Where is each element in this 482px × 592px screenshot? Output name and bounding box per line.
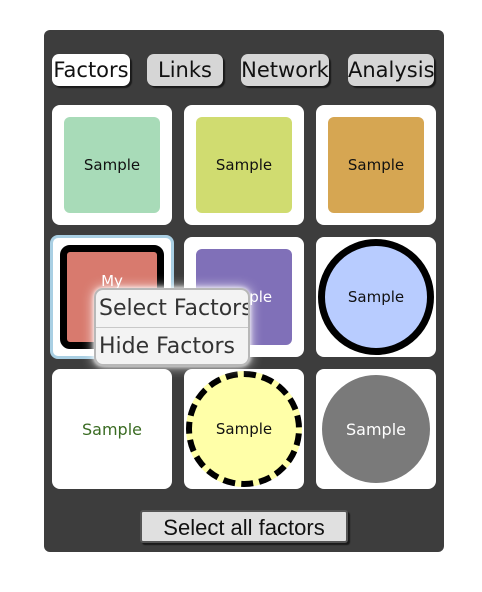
sample-label: Sample (83, 156, 141, 174)
select-all-factors-button[interactable]: Select all factors (140, 510, 348, 543)
sample-shape: Sample (196, 117, 292, 213)
sample-label: My (101, 272, 123, 290)
style-sample-6[interactable]: Sample (316, 237, 436, 357)
sample-label: Sample (347, 156, 405, 174)
tab-network[interactable]: Network (241, 54, 329, 86)
sample-shape: Sample (328, 117, 424, 213)
menu-item-select-factors[interactable]: Select Factors (99, 296, 250, 321)
style-sample-9[interactable]: Sample (316, 369, 436, 489)
factor-style-panel: Factors Links Network Analysis Sample Sa… (44, 30, 444, 552)
style-sample-2[interactable]: Sample (184, 105, 304, 225)
context-menu: Select Factors Hide Factors (94, 288, 250, 366)
sample-label: Sample (215, 156, 273, 174)
sample-label: Sample (346, 419, 406, 439)
style-sample-8[interactable]: Sample (184, 369, 304, 489)
style-sample-3[interactable]: Sample (316, 105, 436, 225)
sample-shape: Sample (52, 369, 172, 489)
tab-analysis[interactable]: Analysis (348, 54, 435, 86)
sample-shape: Sample (318, 239, 434, 355)
style-sample-7[interactable]: Sample (52, 369, 172, 489)
sample-shape: Sample (322, 375, 430, 483)
sample-label: Sample (347, 288, 405, 306)
tab-links[interactable]: Links (147, 54, 223, 86)
sample-label: Sample (82, 419, 142, 439)
sample-shape: Sample (186, 371, 302, 487)
menu-item-hide-factors[interactable]: Hide Factors (96, 327, 248, 364)
sample-shape: Sample (64, 117, 160, 213)
sample-label: Sample (215, 420, 273, 438)
style-sample-1[interactable]: Sample (52, 105, 172, 225)
tab-factors[interactable]: Factors (52, 54, 130, 86)
